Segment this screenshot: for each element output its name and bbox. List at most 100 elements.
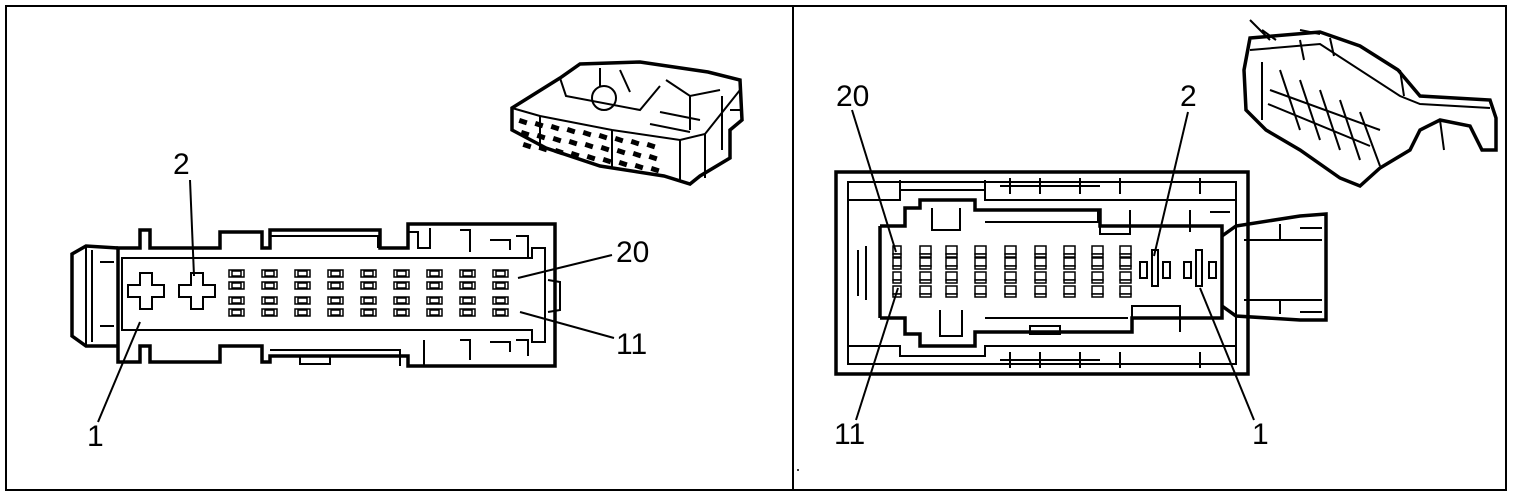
right-pin [1063,257,1076,267]
left-pin-inner [231,297,242,304]
right-pin-base [1091,265,1104,270]
iso-pin [650,166,660,174]
right-pin-base [1004,279,1017,284]
right-connector-face [834,109,1328,421]
right-label-pin-20: 20 [836,80,869,113]
left-pin-inner [495,282,506,289]
right-pin-base [974,279,987,284]
right-pin [919,285,932,295]
left-label-pin-1: 1 [87,420,104,453]
right-pin [1119,257,1132,267]
right-pin [1034,285,1047,295]
left-pin-inner [330,309,341,316]
right-pin [1091,271,1104,281]
iso-pin [582,130,592,138]
right-pin-base [1063,279,1076,284]
right-pin-base [1063,265,1076,270]
iso-pin [598,132,608,141]
right-pin-base [1119,265,1132,270]
left-pin-inner [363,282,374,289]
right-pin-base [974,253,987,258]
right-pin-base [1091,253,1104,258]
right-pin [892,257,902,267]
left-pin-inner [429,309,440,316]
left-pin-inner [231,282,242,289]
right-pin [1063,245,1076,255]
right-pin [1034,271,1047,281]
left-label-pin-11: 11 [616,328,647,361]
right-pin-base [919,265,932,270]
iso-pin [630,139,640,147]
left-pin-inner [462,309,473,316]
iso-pin [586,153,596,162]
right-pin [1004,245,1017,255]
right-pin-base [892,293,902,298]
right-panel-border [792,5,1507,491]
right-pin-base [1004,293,1017,298]
left-pin-inner [462,282,473,289]
left-label-pin-2: 2 [173,148,190,181]
left-connector-isometric [510,60,744,186]
right-pin [945,285,958,295]
left-pin-inner [462,297,473,304]
right-pin [1119,245,1132,255]
right-pin [945,271,958,281]
right-pin [1063,285,1076,295]
right-pin [974,257,987,267]
right-pin-base [1063,253,1076,258]
right-pin-base [945,265,958,270]
left-pin-inner [330,297,341,304]
left-pin-inner [297,282,308,289]
iso-pin [566,126,576,135]
left-pin-inner [297,309,308,316]
left-pin-inner [330,270,341,277]
iso-pin [536,133,546,141]
iso-pin [602,157,612,165]
iso-pin [634,163,644,171]
right-connector-isometric [1242,19,1498,189]
right-pin-base [919,293,932,298]
left-pin-inner [231,309,242,316]
left-pin-inner [495,309,506,316]
right-pin-base [1034,293,1047,298]
iso-pin [522,142,532,150]
iso-pin [538,145,548,153]
right-pin [1034,245,1047,255]
left-pin-inner [264,282,275,289]
left-pin-inner [264,309,275,316]
right-pin [1091,245,1104,255]
right-pin-base [919,279,932,284]
iso-pin [570,151,580,159]
iso-pin [550,124,560,132]
iso-pin [520,129,530,138]
left-pin-inner [495,297,506,304]
right-pin [1091,285,1104,295]
left-pin-inner [363,297,374,304]
right-pin-base [1119,253,1132,258]
right-pin-base [1091,293,1104,298]
left-pin-inner [396,297,407,304]
right-pin-base [1034,265,1047,270]
right-pin-base [1004,265,1017,270]
right-pin-base [1034,279,1047,284]
iso-pin [648,154,658,162]
iso-pin [614,136,624,144]
left-pin-inner [363,270,374,277]
left-pin-inner [429,297,440,304]
left-pin-inner [429,270,440,277]
iso-pin [568,139,578,147]
left-connector-face [70,179,615,423]
iso-pin [618,160,628,168]
left-pin-inner [330,282,341,289]
right-pin [974,285,987,295]
right-pin [892,271,902,281]
left-pin-inner [396,282,407,289]
right-pin [919,257,932,267]
right-label-pin-1: 1 [1252,418,1269,451]
right-pin [1119,285,1132,295]
right-pin-base [892,265,902,270]
left-pin-inner [297,270,308,277]
iso-pin [534,120,544,129]
right-pin [945,245,958,255]
